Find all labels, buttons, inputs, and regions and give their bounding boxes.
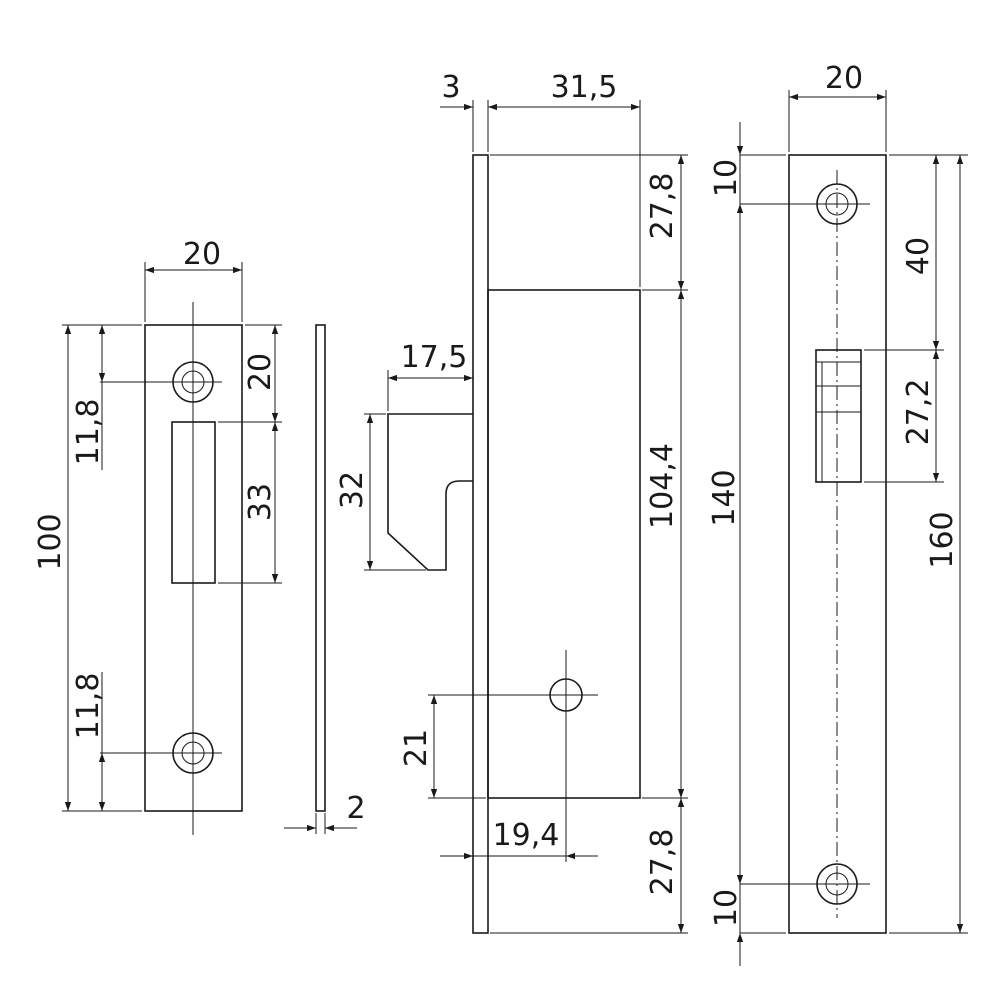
latch-height-label: 32 — [335, 471, 370, 509]
bottom-offset-label: 27,8 — [645, 829, 680, 896]
follower-hole — [428, 650, 598, 862]
faceplate-thickness-dimension: 3 — [440, 70, 489, 152]
faceplate-outline — [788, 154, 887, 934]
strike-plate-bottom-hole-dimension: 11,8 — [71, 672, 106, 811]
faceplate-top-hole-dimension: 10 — [709, 122, 786, 204]
latch-bolt — [387, 413, 473, 571]
strike-plate-slot-offset-dimension: 20 — [218, 324, 282, 423]
strike-plate-side-view: 2 — [284, 324, 366, 834]
faceplate-latch-opening — [815, 349, 862, 483]
faceplate-width-dimension: 20 — [788, 61, 887, 152]
strike-plate-top-hole-dimension: 11,8 — [71, 325, 106, 470]
case-height-label: 104,4 — [645, 443, 680, 529]
lock-body-view: 3 31,5 17,5 32 27,8 — [335, 70, 688, 934]
latch-projection-label: 17,5 — [401, 340, 468, 375]
side-profile-thickness-dimension: 2 — [284, 791, 366, 834]
faceplate-hole-spacing-label: 140 — [707, 469, 742, 526]
strike-plate-slot-height-label: 33 — [243, 483, 278, 521]
faceplate-bottom-hole-dimension: 10 — [709, 884, 786, 966]
strike-plate-width-label: 20 — [183, 237, 221, 272]
faceplate-latch-offset-label: 40 — [901, 237, 936, 275]
latch-projection-dimension: 17,5 — [387, 340, 473, 411]
faceplate-top-hole — [740, 183, 870, 225]
side-profile-outline — [315, 324, 326, 812]
strike-plate-slot-offset-label: 20 — [243, 353, 278, 391]
faceplate-bottom-hole-label: 10 — [709, 889, 744, 927]
follower-height-dimension: 21 — [399, 695, 486, 799]
case-height-dimension: 104,4 — [642, 290, 688, 799]
faceplate-hole-spacing-dimension: 140 — [707, 204, 744, 884]
lock-faceplate-edge — [472, 154, 489, 934]
lock-case-outline — [487, 289, 641, 799]
strike-plate-bottom-hole — [100, 732, 222, 774]
case-depth-dimension: 31,5 — [488, 70, 641, 287]
faceplate-top-hole-label: 10 — [709, 159, 744, 197]
strike-plate-view: 20 100 11,8 11,8 20 — [33, 237, 282, 835]
latch-height-dimension: 32 — [335, 413, 426, 571]
strike-plate-width-dimension: 20 — [144, 237, 243, 322]
top-offset-label: 27,8 — [645, 173, 680, 240]
faceplate-latch-opening-label: 27,2 — [901, 379, 936, 446]
strike-plate-slot-height-dimension: 33 — [218, 422, 282, 584]
strike-plate-height-label: 100 — [33, 513, 68, 570]
case-depth-label: 31,5 — [551, 70, 618, 105]
faceplate-front-view: 20 10 140 10 40 — [707, 61, 968, 966]
follower-height-label: 21 — [399, 729, 434, 767]
follower-backset-label: 19,4 — [493, 818, 560, 853]
faceplate-total-height-dimension: 160 — [889, 155, 968, 934]
faceplate-bottom-hole — [740, 863, 870, 905]
strike-plate-top-hole-label: 11,8 — [71, 399, 106, 466]
strike-plate-bottom-hole-label: 11,8 — [71, 673, 106, 740]
top-offset-dimension: 27,8 — [490, 154, 688, 291]
follower-backset-dimension: 19,4 — [440, 818, 598, 860]
strike-plate-top-hole — [100, 361, 222, 403]
faceplate-total-height-label: 160 — [925, 511, 960, 568]
faceplate-width-label: 20 — [825, 61, 863, 96]
faceplate-thickness-label: 3 — [441, 70, 460, 105]
faceplate-latch-offset-dimension: 40 — [864, 154, 968, 351]
faceplate-latch-opening-dimension: 27,2 — [864, 350, 944, 483]
bottom-offset-dimension: 27,8 — [490, 798, 688, 934]
side-profile-thickness-label: 2 — [346, 791, 365, 826]
